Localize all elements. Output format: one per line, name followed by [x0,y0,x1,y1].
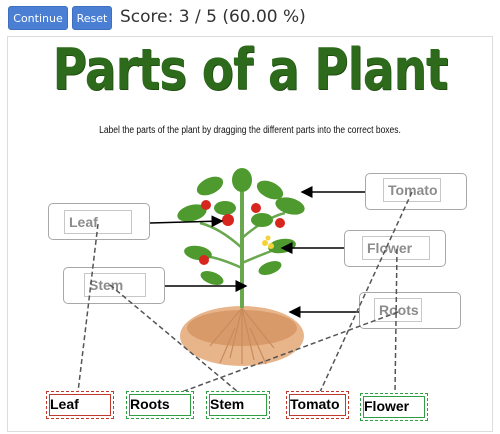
target-label-roots: Roots [374,298,422,322]
score-text: Score: 3 / 5 (60.00 %) [120,7,306,27]
answer-box-flower[interactable]: Flower [360,393,428,421]
reset-button[interactable]: Reset [72,6,112,30]
answer-box-tomato[interactable]: Tomato [286,391,349,419]
answer-box-roots[interactable]: Roots [126,391,194,419]
target-label-tomato: Tomato [383,178,441,202]
worksheet-instruction: Label the parts of the plant by dragging… [99,125,401,136]
answer-box-stem[interactable]: Stem [206,391,270,419]
toolbar: Continue Reset Score: 3 / 5 (60.00 %) [0,0,500,36]
plant-illustration [177,168,305,366]
target-label-stem: Stem [84,273,146,297]
target-label-flower: Flower [362,236,430,260]
target-label-leaf: Leaf [64,210,132,234]
worksheet-title: Parts of a Plant [52,37,449,103]
answer-box-leaf[interactable]: Leaf [46,391,114,419]
continue-button[interactable]: Continue [8,6,68,30]
